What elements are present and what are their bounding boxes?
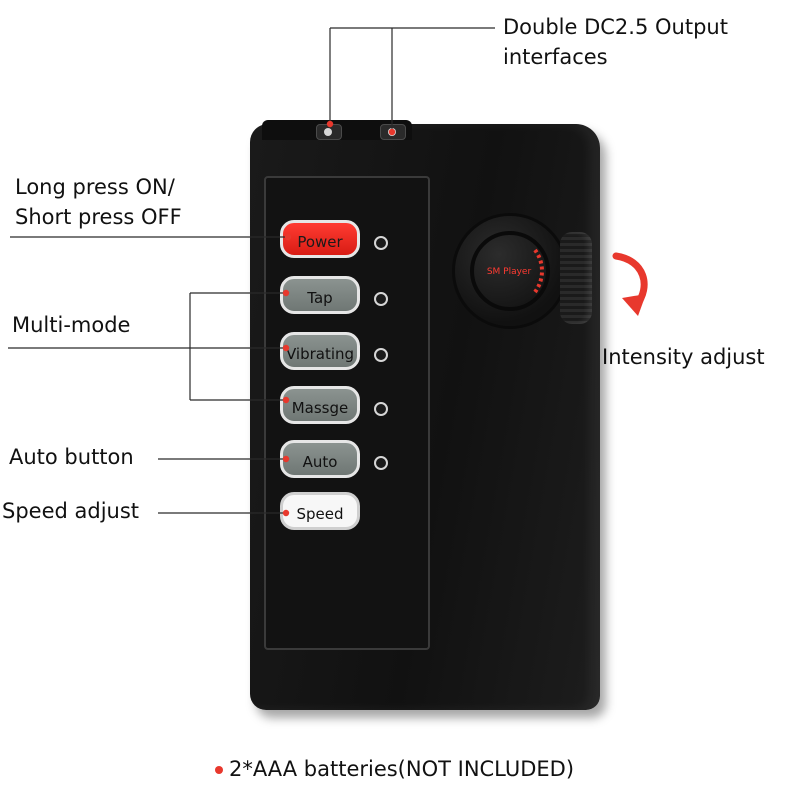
battery-note-text: 2*AAA batteries(NOT INCLUDED) [228,757,575,781]
battery-note: 2*AAA batteries(NOT INCLUDED) [0,754,789,784]
power-button[interactable]: Power [280,220,360,258]
intensity-wheel[interactable] [560,232,592,324]
auto-button[interactable]: Auto [280,440,360,478]
power-indicator-led [374,236,388,250]
intensity-adjust-label: Intensity adjust [602,345,765,369]
massage-indicator-led [374,402,388,416]
vibrating-indicator-led [374,348,388,362]
massage-button[interactable]: Massge [280,386,360,424]
power-button-label: Long press ON/ Short press OFF [15,175,182,229]
intensity-scale-icon [470,231,550,311]
auto-button-label: Auto button [9,445,134,469]
multi-mode-label: Multi-mode [12,313,131,337]
knob-brand-label: SM Player [486,267,532,277]
rotate-direction-arrow-icon [612,252,648,316]
speed-button[interactable]: Speed [280,492,360,530]
intensity-knob[interactable]: SM Player [455,216,565,326]
tap-button[interactable]: Tap [280,276,360,314]
dc-output-jack-2[interactable] [380,124,406,140]
speed-adjust-label: Speed adjust [2,499,140,523]
vibrating-button[interactable]: Vibrating [280,332,360,370]
bullet-dot-icon [214,766,223,774]
dc-output-jack-1[interactable] [316,124,342,140]
tap-indicator-led [374,292,388,306]
dc-output-label: Double DC2.5 Output interfaces [503,15,728,69]
auto-indicator-led [374,456,388,470]
